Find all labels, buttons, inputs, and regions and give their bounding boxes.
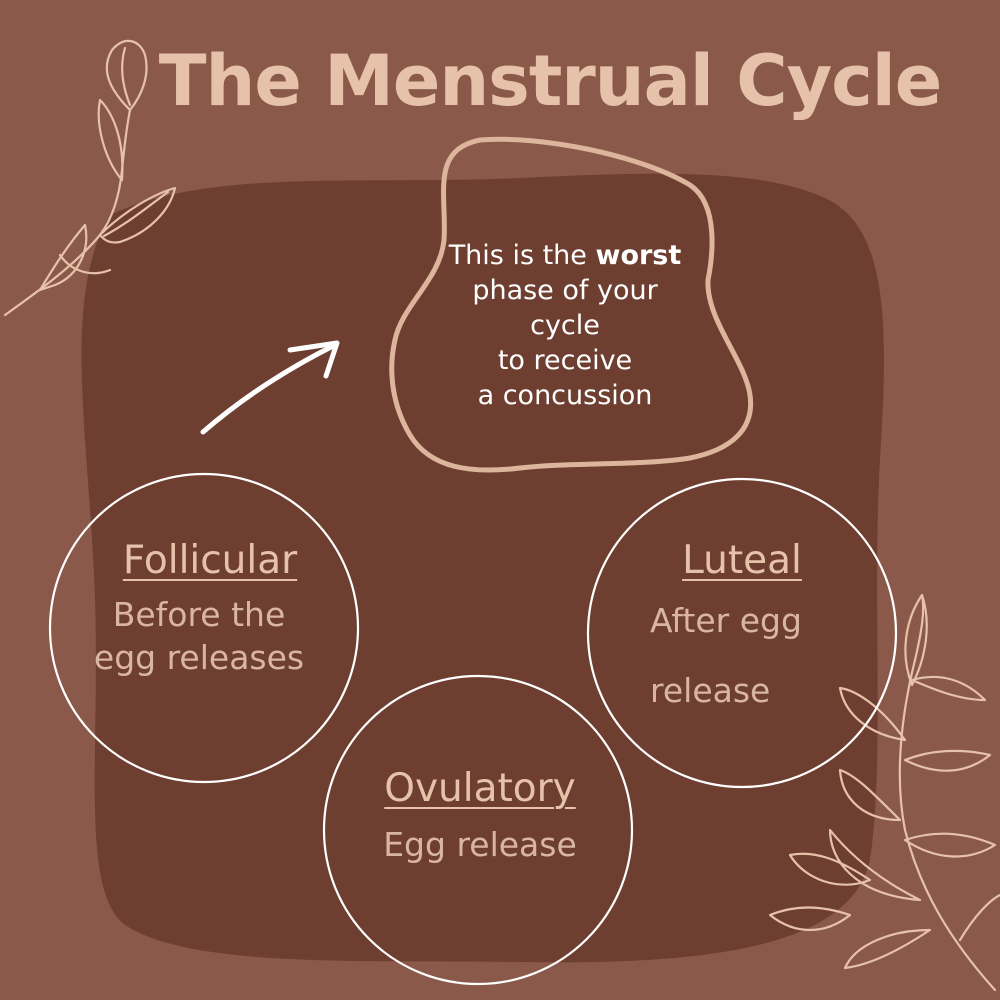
callout-emphasis: worst [595, 240, 682, 271]
callout-line-1: This is the worst [415, 238, 715, 273]
luteal-desc-line-1: After egg [650, 601, 802, 640]
ovulatory-desc-line-1: Egg release [383, 825, 577, 864]
background-blob [81, 173, 884, 963]
ovulatory-circle [322, 674, 634, 986]
follicular-circle [48, 472, 360, 784]
follicular-name: Follicular [122, 538, 298, 583]
follicular-desc-line-2: egg releases [93, 638, 305, 677]
callout-line-1-text: This is the [448, 240, 596, 271]
luteal-desc-line-2: release [650, 671, 771, 710]
leaf-sprig-icon [3, 39, 177, 317]
callout-line-4: to receive [497, 345, 633, 376]
ovulatory-phase: Ovulatory Egg release [340, 766, 620, 864]
follicular-phase: Follicular Before the egg releases [64, 538, 344, 681]
luteal-name: Luteal [682, 538, 802, 583]
ovulatory-name: Ovulatory [384, 766, 576, 811]
callout-line-3: cycle [530, 310, 600, 341]
luteal-circle [586, 477, 898, 789]
leaf-sprig-icon [768, 593, 1000, 992]
luteal-phase: Luteal After egg release [602, 538, 882, 711]
follicular-desc-line-1: Before the [112, 595, 286, 634]
page-title: The Menstrual Cycle [158, 40, 942, 122]
callout-text: This is the worst phase of your cycle to… [415, 238, 715, 413]
callout-outline [389, 136, 754, 473]
arrow-up-right-icon [200, 340, 340, 435]
callout-line-5: a concussion [477, 380, 653, 411]
callout-line-2: phase of your [472, 275, 658, 306]
